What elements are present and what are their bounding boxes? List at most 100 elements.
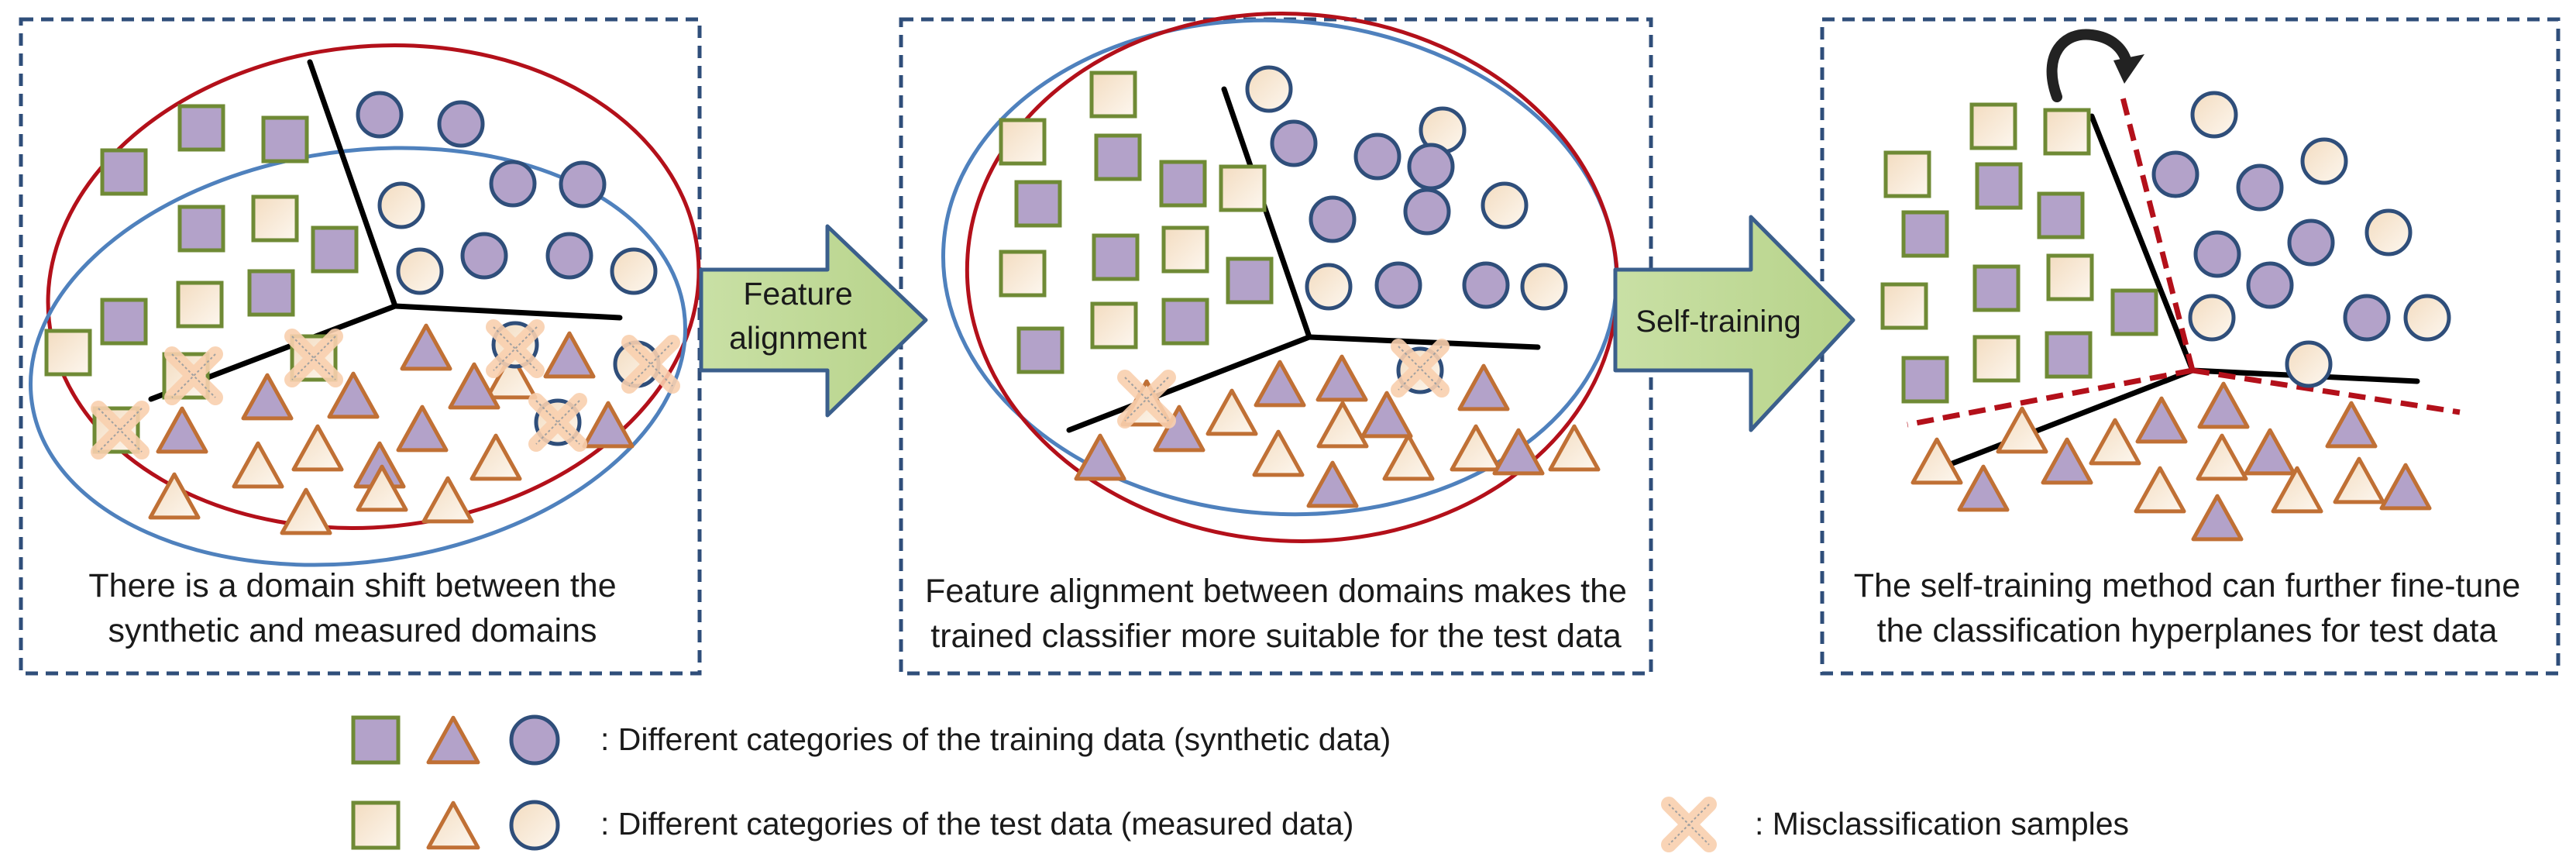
test-circle-marker xyxy=(610,247,658,295)
training-square-marker xyxy=(1016,326,1064,374)
training-square-marker xyxy=(1161,298,1209,346)
misclassification-marker-outline xyxy=(98,408,143,453)
test-square-marker xyxy=(999,250,1047,298)
test-square-marker xyxy=(1883,150,1931,198)
panel-3-caption-line-2: the classification hyperplanes for test … xyxy=(1877,612,2498,649)
test-square-marker xyxy=(1089,71,1137,119)
test-square-marker xyxy=(999,118,1047,166)
training-circle-marker xyxy=(559,160,607,208)
training-square-marker xyxy=(1226,256,1274,305)
training-circle-marker xyxy=(1353,133,1401,181)
training-square-marker xyxy=(1094,133,1142,181)
training-square-marker xyxy=(1901,210,1949,258)
test-triangle-marker xyxy=(1252,429,1305,477)
test-circle-marker xyxy=(1245,65,1293,113)
test-square-marker xyxy=(1090,301,1138,349)
test-triangle-marker xyxy=(469,433,522,481)
training-triangle-marker xyxy=(400,323,452,371)
training-triangle-marker xyxy=(2244,428,2296,476)
training-triangle-marker xyxy=(2041,437,2093,485)
legend-markers xyxy=(351,714,1717,852)
panel-2-classifier-lines xyxy=(1066,86,1541,433)
training-triangle-marker xyxy=(1153,404,1205,453)
test-triangle-marker xyxy=(291,424,344,472)
test-circle-marker xyxy=(1481,181,1529,229)
training-triangle-marker xyxy=(156,406,208,454)
training-triangle-marker xyxy=(327,371,380,419)
training-triangle-marker xyxy=(1957,464,2010,512)
test-circle-marker xyxy=(2188,294,2236,342)
training-circle-marker xyxy=(489,160,537,208)
test-triangle-marker xyxy=(1548,424,1601,472)
training-triangle-marker xyxy=(2197,381,2250,429)
rotate-arrow-head-icon xyxy=(2113,54,2144,84)
test-triangle-marker xyxy=(1382,433,1435,481)
test-triangle-marker xyxy=(148,472,201,520)
test-triangle-marker xyxy=(1996,406,2048,454)
training-triangle-marker xyxy=(1457,363,1510,411)
misclassification-marker-outline xyxy=(535,400,580,445)
training-triangle-marker xyxy=(1316,354,1368,402)
training-square-marker xyxy=(177,104,225,152)
training-square-marker xyxy=(1972,264,2021,312)
misclassification-marker-outline xyxy=(493,326,538,371)
test-triangle-marker xyxy=(280,487,332,535)
misclassification-marker-outline xyxy=(291,336,336,380)
training-square-marker xyxy=(100,298,148,346)
test-square-marker xyxy=(1161,225,1209,274)
test-circle-marker xyxy=(1305,263,1353,311)
training-square-marker xyxy=(351,715,401,765)
training-triangle-marker xyxy=(241,373,294,421)
test-circle-marker xyxy=(377,181,425,229)
panel-1-caption-line-2: synthetic and measured domains xyxy=(108,612,597,649)
training-triangle-marker xyxy=(1074,433,1126,481)
test-square-marker xyxy=(2043,108,2091,156)
panel-3-fine-tuned-hyperplanes xyxy=(1907,91,2461,428)
training-square-marker xyxy=(1014,180,1062,228)
test-square-marker xyxy=(1219,164,1267,212)
training-circle-marker xyxy=(356,91,404,139)
training-triangle-marker xyxy=(2135,396,2188,444)
training-triangle-marker xyxy=(543,331,596,379)
training-triangle-marker xyxy=(2325,401,2378,449)
training-circle-marker xyxy=(2246,261,2294,309)
training-circle-marker xyxy=(437,100,485,148)
misclassification-marker-outline xyxy=(1398,346,1443,391)
misclassification-marker-outline xyxy=(1668,804,1710,845)
test-square-marker xyxy=(44,329,92,377)
training-square-marker xyxy=(247,269,295,317)
training-circle-marker xyxy=(2236,164,2284,212)
training-square-marker xyxy=(177,205,225,253)
training-triangle-marker xyxy=(426,715,480,765)
test-square-marker xyxy=(251,194,299,243)
misclassification-marker-outline xyxy=(628,342,673,387)
test-square-marker xyxy=(1972,335,2021,383)
misclassification-marker-outline xyxy=(1124,377,1169,422)
training-triangle-marker xyxy=(1254,360,1306,408)
training-triangle-marker xyxy=(2379,463,2432,511)
panel-1-test-domain-ellipse xyxy=(29,146,687,567)
training-circle-marker xyxy=(2343,294,2391,342)
panel-1-frame xyxy=(19,17,702,676)
legend-training-text: : Different categories of the training d… xyxy=(600,721,1391,757)
test-triangle-marker xyxy=(232,441,284,489)
training-square-marker xyxy=(2037,191,2085,239)
test-triangle-marker xyxy=(421,476,474,524)
training-circle-marker xyxy=(2287,219,2335,267)
training-circle-marker xyxy=(1407,143,1455,191)
training-square-marker xyxy=(1159,160,1207,208)
test-square-marker xyxy=(1880,282,1928,330)
test-square-marker xyxy=(1969,102,2017,150)
training-square-marker xyxy=(2110,288,2158,336)
training-triangle-marker xyxy=(1492,428,1545,476)
training-square-marker xyxy=(1092,233,1140,281)
feature-alignment-arrow-label-line-2: alignment xyxy=(729,320,867,356)
test-circle-marker xyxy=(2364,208,2413,256)
data-points xyxy=(44,65,2451,542)
test-triangle-marker xyxy=(485,352,538,400)
test-circle-marker xyxy=(509,800,560,851)
training-triangle-marker xyxy=(448,362,500,410)
training-circle-marker xyxy=(2193,230,2241,278)
misclassification-marker-outline xyxy=(171,353,216,398)
